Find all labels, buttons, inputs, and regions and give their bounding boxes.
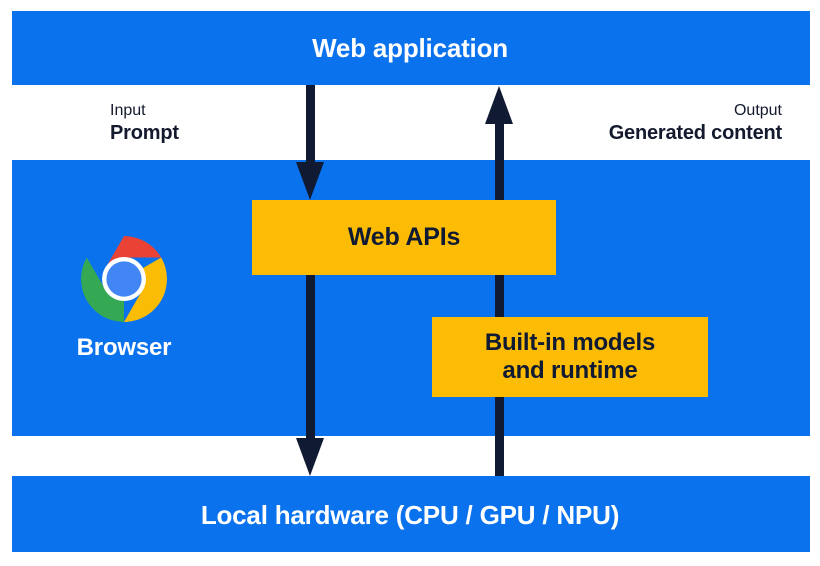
- chrome-red-wedge: [105, 236, 162, 269]
- arrow-down-icon: [296, 438, 324, 476]
- chrome-yellow-wedge: [124, 257, 167, 322]
- web-application-band: [12, 11, 810, 85]
- arrow-up-icon: [485, 86, 513, 124]
- web-apis-box-label: Web APIs: [347, 223, 461, 251]
- output-label-group: Output Generated content: [608, 101, 783, 145]
- chrome-green-wedge: [81, 257, 124, 322]
- output-kind-label: Output: [733, 102, 782, 119]
- output-value-label: Generated content: [608, 121, 783, 144]
- local-hardware-title: Local hardware (CPU / GPU / NPU): [200, 500, 620, 530]
- input-label-group: Input Prompt: [110, 101, 179, 145]
- input-arrow-shaft-upper: [306, 85, 315, 165]
- browser-caption: Browser: [76, 334, 172, 361]
- web-apis-box[interactable]: Web APIs: [252, 200, 556, 275]
- arrow-down-icon: [296, 162, 324, 200]
- built-in-models-box-label: Built-in models and runtime: [484, 329, 656, 384]
- output-arrow-shaft: [495, 120, 504, 476]
- local-hardware-band: [12, 476, 810, 552]
- input-value-label: Prompt: [110, 121, 179, 144]
- browser-group: Browser: [52, 236, 196, 360]
- web-application-title: Web application: [312, 33, 508, 63]
- chrome-logo-icon: [81, 236, 167, 322]
- input-arrow-shaft-lower: [306, 275, 315, 441]
- chrome-blue-center: [106, 261, 142, 297]
- input-kind-label: Input: [110, 102, 146, 119]
- built-in-models-box[interactable]: Built-in models and runtime: [432, 317, 708, 397]
